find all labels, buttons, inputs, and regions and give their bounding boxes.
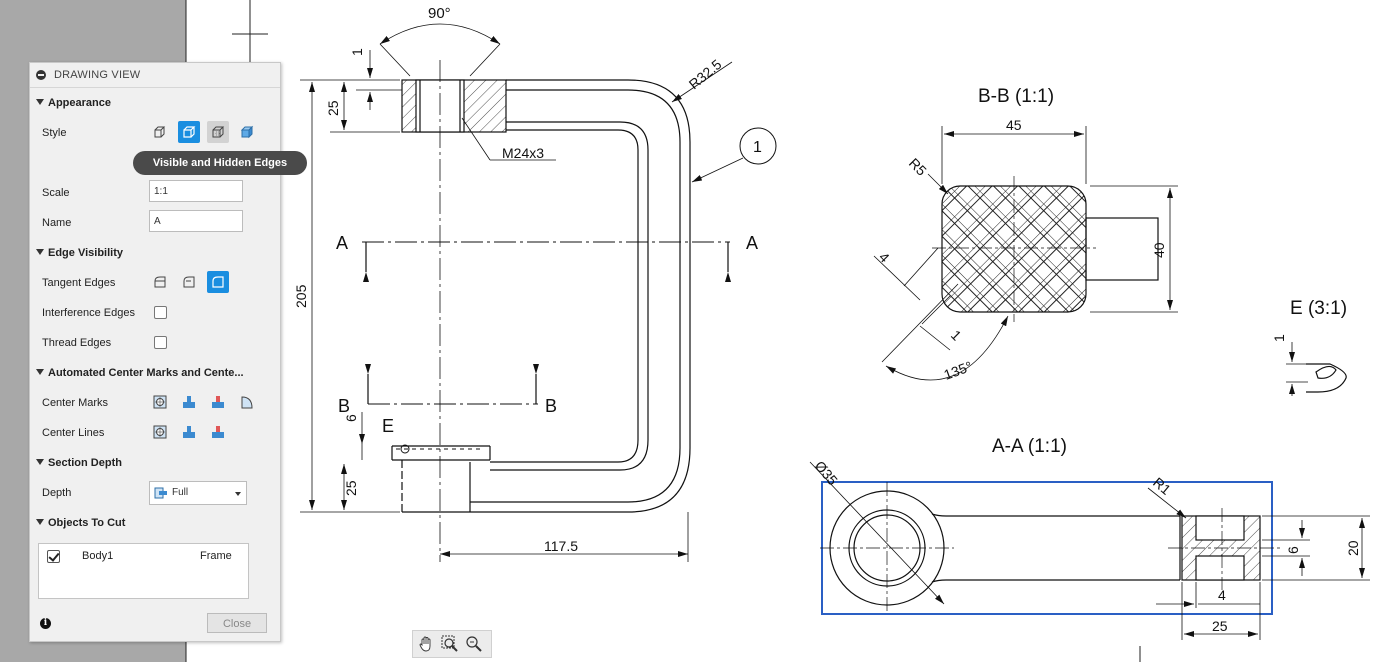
full-length-tangent-icon[interactable] (149, 271, 171, 293)
depth-label: Depth (42, 487, 72, 499)
dim-117-5: 117.5 (544, 538, 578, 554)
dim-angle-90: 90° (428, 5, 451, 22)
section-depth-icon (154, 487, 167, 499)
center-line-hole-icon[interactable] (149, 421, 171, 443)
front-view[interactable] (300, 23, 777, 562)
dim-25-bottom: 25 (343, 480, 359, 496)
section-edge-visibility-label: Edge Visibility (48, 247, 123, 259)
bb-dim-40: 40 (1151, 242, 1167, 258)
aa-dim-6: 6 (1285, 546, 1301, 554)
section-view-aa[interactable] (809, 461, 1370, 640)
dim-25-top: 25 (325, 100, 341, 116)
section-appearance[interactable]: Appearance (36, 97, 111, 109)
view-title-e: E (3:1) (1290, 298, 1347, 319)
tangent-edges-label: Tangent Edges (42, 277, 116, 289)
section-b-left: B (338, 396, 350, 416)
detail-e-label: E (382, 416, 394, 436)
detail-view-e[interactable] (1286, 342, 1347, 396)
bb-dim-1: 1 (948, 327, 965, 344)
section-a-right: A (746, 233, 758, 253)
pan-hand-icon[interactable] (417, 635, 435, 653)
chevron-down-icon (235, 492, 241, 496)
section-view-bb[interactable] (873, 126, 1178, 381)
center-marks-label: Center Marks (42, 397, 109, 409)
depth-value: Full (172, 487, 189, 498)
shaded-hidden-icon[interactable] (236, 121, 258, 143)
thread-edges-checkbox[interactable] (154, 336, 167, 349)
name-label: Name (42, 217, 72, 229)
dim-r32-5: R32.5 (686, 56, 725, 92)
center-mark-fillet-icon[interactable] (236, 391, 258, 413)
collapse-icon[interactable] (36, 70, 46, 80)
shaded-icon[interactable] (207, 121, 229, 143)
bb-dim-45: 45 (1006, 117, 1022, 133)
expand-triangle-icon (36, 369, 44, 375)
scale-input[interactable]: 1:1 (149, 180, 243, 202)
interference-edges-label: Interference Edges (42, 307, 135, 319)
section-b-right: B (545, 396, 557, 416)
scale-label: Scale (42, 187, 70, 199)
bb-dim-r5: R5 (906, 155, 930, 179)
dim-1-top: 1 (349, 48, 365, 56)
expand-triangle-icon (36, 459, 44, 465)
center-mark-cut-icon[interactable] (178, 391, 200, 413)
panel-title: DRAWING VIEW (54, 69, 141, 81)
expand-triangle-icon (36, 519, 44, 525)
interference-edges-checkbox[interactable] (154, 306, 167, 319)
bb-dim-4: 4 (876, 249, 893, 266)
object-body-name: Body1 (82, 550, 114, 562)
section-objects-to-cut[interactable]: Objects To Cut (36, 517, 125, 529)
dim-6: 6 (343, 414, 359, 422)
style-tooltip: Visible and Hidden Edges (133, 151, 307, 175)
no-tangent-icon[interactable] (207, 271, 229, 293)
bb-dim-135: 135° (942, 358, 975, 383)
drawing-view-panel: DRAWING VIEW Appearance Style Visible an… (29, 62, 307, 642)
object-component-name: Frame (200, 550, 232, 562)
info-icon[interactable]: i (40, 618, 51, 629)
aa-dim-d35: Ø35 (812, 458, 841, 489)
aa-dim-20: 20 (1345, 540, 1361, 556)
section-center-marks-label: Automated Center Marks and Cente... (48, 367, 244, 379)
center-line-extrude-icon[interactable] (207, 421, 229, 443)
dim-205: 205 (293, 284, 309, 308)
objects-list: Body1 Frame (38, 543, 249, 599)
section-appearance-label: Appearance (48, 97, 111, 109)
aa-dim-4: 4 (1218, 587, 1226, 603)
center-lines-label: Center Lines (42, 427, 105, 439)
view-title-aa: A-A (1:1) (992, 436, 1067, 457)
section-edge-visibility[interactable]: Edge Visibility (36, 247, 123, 259)
section-objects-to-cut-label: Objects To Cut (48, 517, 126, 529)
center-mark-extrude-icon[interactable] (207, 391, 229, 413)
style-label: Style (42, 127, 67, 139)
e-dim-1: 1 (1271, 334, 1287, 342)
view-title-bb: B-B (1:1) (978, 86, 1054, 107)
expand-triangle-icon (36, 249, 44, 255)
balloon-number: 1 (753, 139, 762, 156)
visible-and-hidden-edges-icon[interactable] (178, 121, 200, 143)
navigation-toolbar (412, 630, 492, 658)
section-a-left: A (336, 233, 348, 253)
expand-triangle-icon (36, 99, 44, 105)
thread-edges-label: Thread Edges (42, 337, 112, 349)
zoom-icon[interactable] (465, 635, 483, 653)
visible-edges-icon[interactable] (149, 121, 171, 143)
panel-header: DRAWING VIEW (30, 63, 280, 88)
aa-dim-25: 25 (1212, 618, 1228, 634)
aa-dim-r1: R1 (1150, 474, 1174, 498)
zoom-window-icon[interactable] (441, 635, 459, 653)
close-button[interactable]: Close (207, 613, 267, 633)
section-section-depth-label: Section Depth (48, 457, 122, 469)
section-center-marks[interactable]: Automated Center Marks and Cente... (36, 367, 244, 379)
name-input[interactable]: A (149, 210, 243, 232)
center-mark-hole-icon[interactable] (149, 391, 171, 413)
section-section-depth[interactable]: Section Depth (36, 457, 122, 469)
center-line-cut-icon[interactable] (178, 421, 200, 443)
short-tangent-icon[interactable] (178, 271, 200, 293)
body1-checkbox[interactable] (47, 550, 60, 563)
thread-callout: M24x3 (502, 145, 544, 161)
depth-dropdown[interactable]: Full (149, 481, 247, 505)
